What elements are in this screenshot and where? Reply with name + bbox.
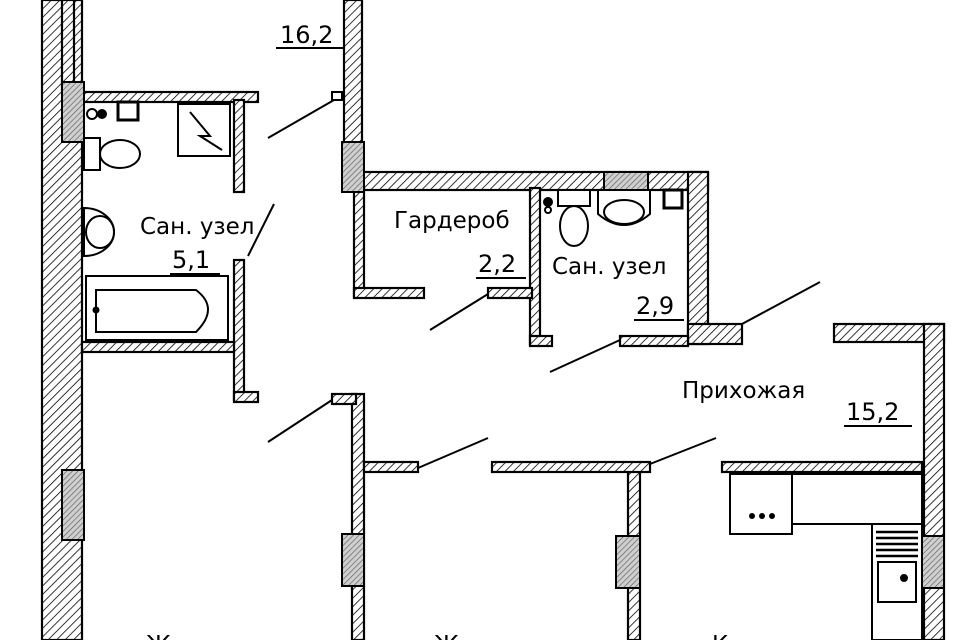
room-name-hallway: Прихожая	[682, 378, 805, 404]
room-area-hallway: 15,2	[846, 398, 899, 426]
room-area-wardrobe: 2,2	[478, 250, 516, 278]
room-area-bath-2: 2,9	[636, 292, 674, 320]
bottom-label-room-3: К	[712, 632, 728, 640]
walls	[40, 0, 946, 640]
fixtures	[83, 100, 923, 640]
stove-burners	[749, 513, 775, 519]
room-name-wardrobe: Гардероб	[394, 208, 510, 234]
room-name-bath-2: Сан. узел	[552, 254, 667, 280]
room-area-bath-1: 5,1	[172, 246, 210, 274]
bottom-label-room-2: Ж	[434, 632, 459, 640]
bottom-label-room-1: Ж	[146, 632, 171, 640]
window-inserts	[61, 81, 945, 589]
room-name-bath-1: Сан. узел	[140, 214, 255, 240]
room-labels: 16,2 Сан. узел 5,1 Гардероб 2,2 Сан. узе…	[140, 21, 912, 640]
door-swings	[247, 91, 821, 469]
room-area-living-top: 16,2	[280, 21, 333, 49]
